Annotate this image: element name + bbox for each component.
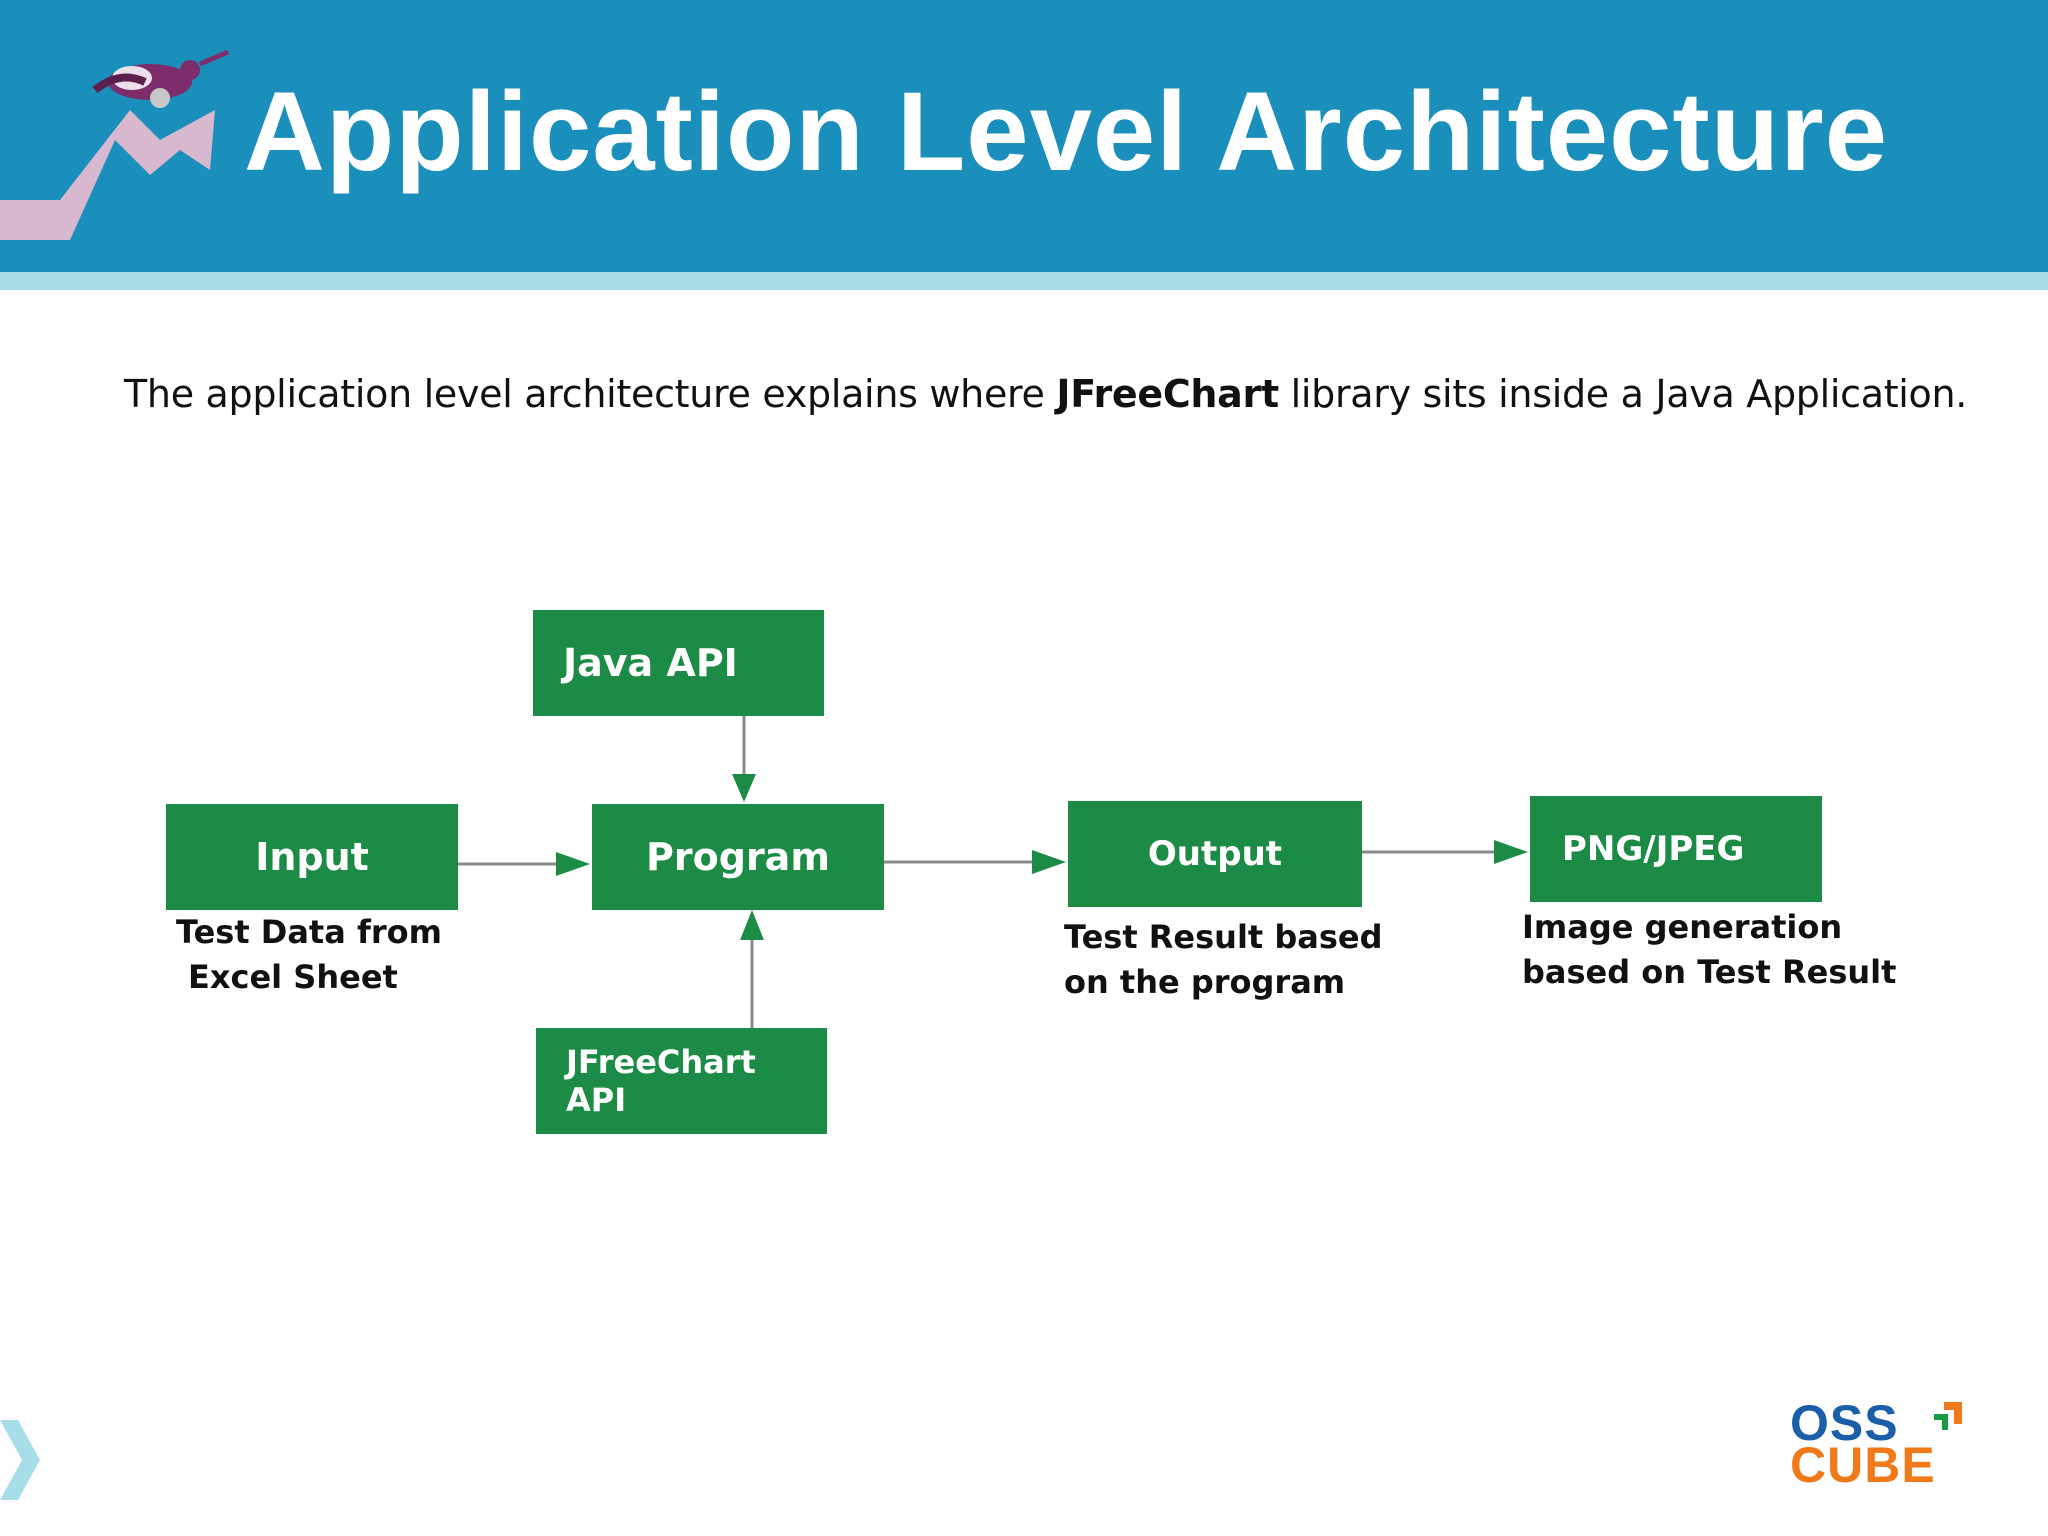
- node-input-label: Input: [255, 835, 369, 879]
- caption-output-line2: on the program: [1064, 963, 1346, 1001]
- node-png-jpeg: PNG/JPEG: [1530, 796, 1822, 902]
- intro-text-end: library sits inside a Java Application.: [1278, 372, 1968, 416]
- superhero-arrow-icon: [0, 49, 229, 240]
- intro-text: The application level architecture expla…: [124, 372, 1967, 416]
- logo-line1: OSS: [1790, 1395, 1899, 1451]
- node-program: Program: [592, 804, 884, 910]
- node-output-label: Output: [1147, 834, 1283, 874]
- connector-java-api-to-program: [732, 716, 756, 802]
- caption-output-line1: Test Result based: [1064, 918, 1383, 956]
- slide-title: Application Level Architecture: [244, 69, 1888, 194]
- caption-png-line2: based on Test Result: [1522, 953, 1897, 991]
- node-java-api: Java API: [533, 610, 824, 716]
- chevron-right-icon: [0, 1420, 40, 1500]
- node-png-jpeg-label: PNG/JPEG: [1562, 829, 1745, 869]
- node-input: Input: [166, 804, 458, 910]
- header-stripe: [0, 272, 2048, 290]
- connector-output-to-png: [1362, 840, 1528, 864]
- node-program-label: Program: [646, 835, 830, 879]
- node-output: Output: [1068, 801, 1362, 907]
- caption-input-line2: Excel Sheet: [188, 958, 398, 996]
- connector-program-to-output: [884, 850, 1066, 874]
- caption-output: Test Result based on the program: [1064, 915, 1383, 1005]
- intro-text-start: The application level architecture expla…: [124, 372, 1057, 416]
- connector-input-to-program: [458, 852, 590, 876]
- caption-input-line1: Test Data from: [176, 913, 442, 951]
- header-banner: [0, 0, 2048, 272]
- caption-png-jpeg: Image generation based on Test Result: [1522, 905, 1896, 995]
- caption-png-line1: Image generation: [1522, 908, 1843, 946]
- logo-corner-icon: [1934, 1402, 1962, 1430]
- connector-jfreechart-api-to-program: [740, 910, 764, 1028]
- node-jfreechart-api-label: JFreeChart API: [566, 1043, 756, 1119]
- node-java-api-label: Java API: [563, 641, 738, 685]
- caption-input: Test Data from Excel Sheet: [176, 910, 442, 1000]
- intro-text-bold: JFreeChart: [1056, 372, 1279, 416]
- ossc-cube-logo: OSS CUBE: [1790, 1395, 1990, 1493]
- node-jfreechart-api: JFreeChart API: [536, 1028, 827, 1134]
- logo-line2: CUBE: [1790, 1437, 1936, 1493]
